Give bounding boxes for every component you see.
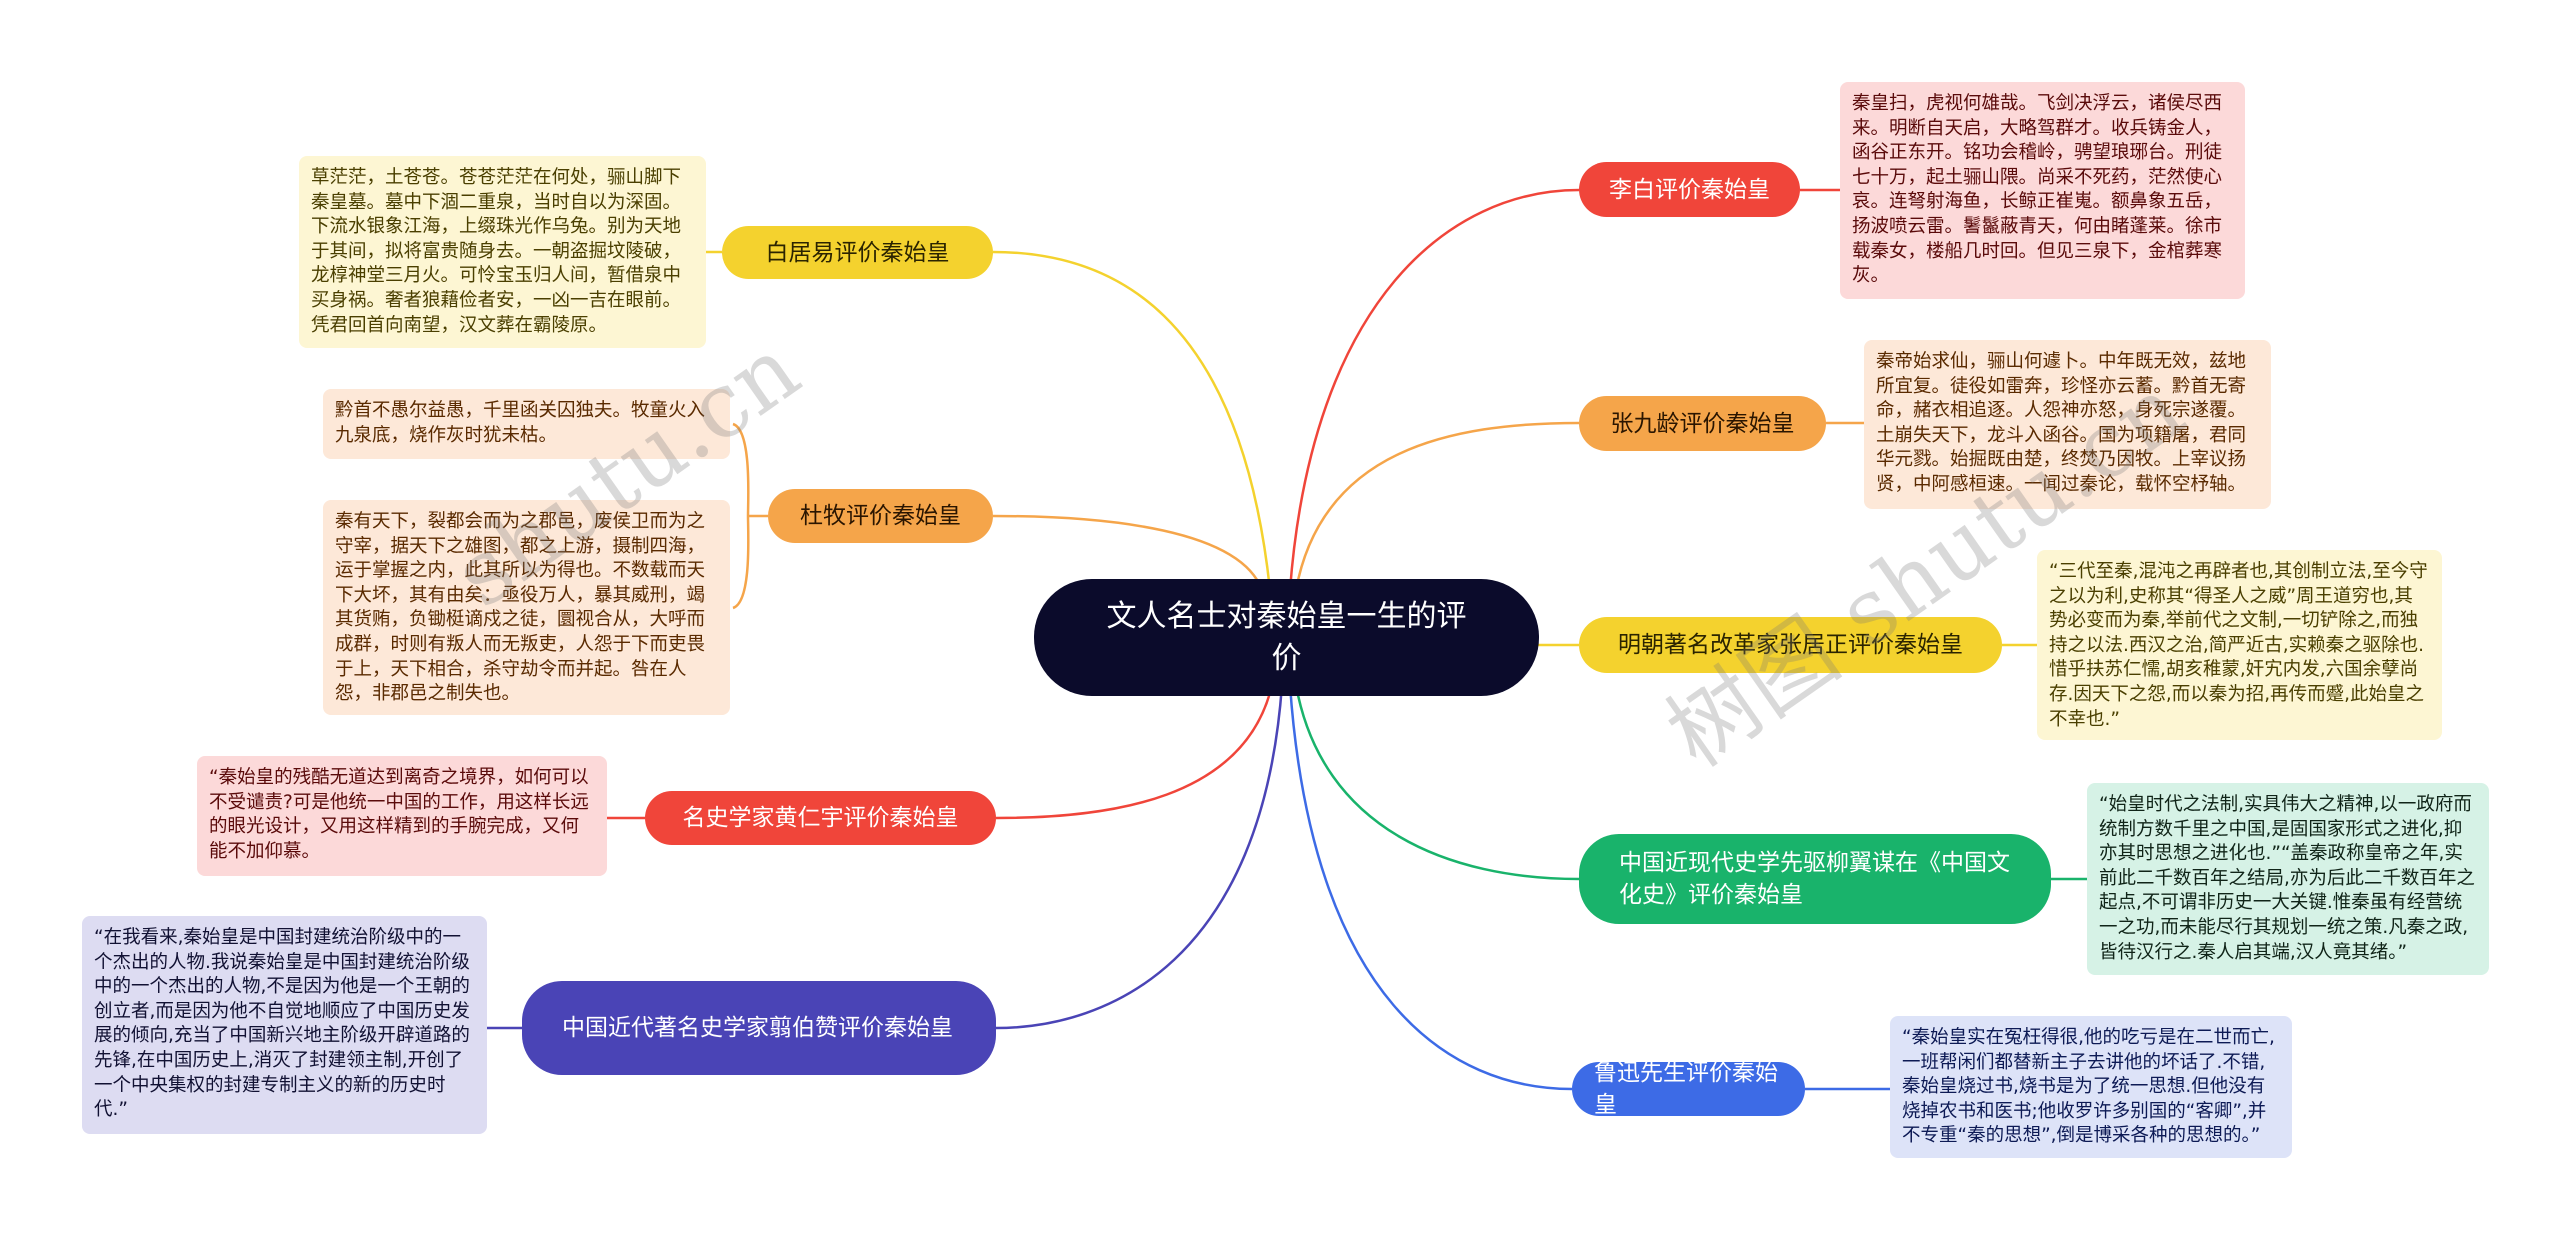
topic-label: 白居易评价秦始皇 — [765, 239, 950, 266]
note-baijuyi[interactable]: 草茫茫，土苍苍。苍苍茫茫在何处，骊山脚下秦皇墓。墓中下涸二重泉，当时自以为深固。… — [299, 156, 706, 348]
note-text: 草茫茫，土苍苍。苍苍茫茫在何处，骊山脚下秦皇墓。墓中下涸二重泉，当时自以为深固。… — [311, 167, 682, 336]
topic-label: 鲁迅先生评价秦始皇 — [1594, 1060, 1778, 1118]
topic-baijuyi[interactable]: 白居易评价秦始皇 — [722, 226, 993, 279]
central-topic[interactable]: 文人名士对秦始皇一生的评价 — [1034, 579, 1539, 696]
note-zhangjiuling[interactable]: 秦帝始求仙，骊山何遽卜。中年既无效，兹地所宜复。徒役如雷奔，珍怪亦云蓄。黔首无寄… — [1864, 340, 2271, 509]
topic-liuyimou[interactable]: 中国近现代史学先驱柳翼谋在《中国文化史》评价秦始皇 — [1579, 834, 2051, 924]
note-text: “始皇时代之法制,实具伟大之精神,以一政府而统制方数千里之中国,是固国家形式之进… — [2099, 794, 2475, 963]
topic-luxun[interactable]: 鲁迅先生评价秦始皇 — [1572, 1060, 1805, 1118]
note-text: “秦始皇的残酷无道达到离奇之境界，如何可以不受谴责?可是他统一中国的工作，用这样… — [209, 767, 589, 862]
note-libai[interactable]: 秦皇扫，虎视何雄哉。飞剑决浮云，诸侯尽西来。明断自天启，大略驾群才。收兵铸金人，… — [1840, 82, 2245, 299]
topic-libai[interactable]: 李白评价秦始皇 — [1579, 162, 1800, 217]
note-text: “三代至秦,混沌之再辟者也,其创制立法,至今守之以为利,史称其“得圣人之威”周王… — [2049, 561, 2428, 730]
topic-zhangjuzheng[interactable]: 明朝著名改革家张居正评价秦始皇 — [1579, 617, 2002, 673]
link-luxun — [1288, 684, 1573, 1091]
note-text: 秦有天下，裂都会而为之郡邑，废侯卫而为之守宰，据天下之雄图，都之上游，摄制四海，… — [335, 511, 706, 705]
note-luxun[interactable]: “秦始皇实在冤枉得很,他的吃亏是在二世而亡,一班帮闲们都替新主子去讲他的坏话了.… — [1890, 1016, 2292, 1158]
topic-dumu[interactable]: 杜牧评价秦始皇 — [768, 489, 993, 543]
note-text: 黔首不愚尔益愚，千里函关囚独夫。牧童火入九泉底，烧作灰时犹未枯。 — [335, 400, 706, 446]
note-text: “秦始皇实在冤枉得很,他的吃亏是在二世而亡,一班帮闲们都替新主子去讲他的坏话了.… — [1902, 1027, 2275, 1147]
link-libai — [1288, 188, 1580, 591]
link-zhangjiuling — [1294, 421, 1580, 591]
central-topic-title: 文人名士对秦始皇一生的评价 — [1106, 598, 1467, 676]
note-text: 秦皇扫，虎视何雄哉。飞剑决浮云，诸侯尽西来。明断自天启，大略驾群才。收兵铸金人，… — [1852, 93, 2223, 287]
topic-label: 李白评价秦始皇 — [1609, 176, 1770, 203]
dumu-bracket — [732, 422, 750, 610]
topic-huangrenyu[interactable]: 名史学家黄仁宇评价秦始皇 — [645, 791, 996, 845]
note-dumu-essay[interactable]: 秦有天下，裂都会而为之郡邑，废侯卫而为之守宰，据天下之雄图，都之上游，摄制四海，… — [323, 500, 730, 715]
topic-label: 中国近现代史学先驱柳翼谋在《中国文化史》评价秦始皇 — [1619, 850, 2010, 908]
note-jianbozan[interactable]: “在我看来,秦始皇是中国封建统治阶级中的一个杰出的人物.我说秦始皇是中国封建统治… — [82, 916, 487, 1134]
note-huangrenyu[interactable]: “秦始皇的残酷无道达到离奇之境界，如何可以不受谴责?可是他统一中国的工作，用这样… — [197, 756, 607, 876]
note-liuyimou[interactable]: “始皇时代之法制,实具伟大之精神,以一政府而统制方数千里之中国,是固国家形式之进… — [2087, 783, 2489, 975]
link-liuyimou — [1294, 684, 1580, 881]
link-huangrenyu — [995, 684, 1274, 820]
note-zhangjuzheng[interactable]: “三代至秦,混沌之再辟者也,其创制立法,至今守之以为利,史称其“得圣人之威”周王… — [2037, 550, 2442, 740]
topic-label: 明朝著名改革家张居正评价秦始皇 — [1618, 632, 1963, 658]
topic-label: 名史学家黄仁宇评价秦始皇 — [682, 805, 959, 831]
note-text: 秦帝始求仙，骊山何遽卜。中年既无效，兹地所宜复。徒役如雷奔，珍怪亦云蓄。黔首无寄… — [1876, 351, 2247, 495]
topic-jianbozan[interactable]: 中国近代著名史学家翦伯赞评价秦始皇 — [522, 981, 996, 1075]
note-dumu-poem[interactable]: 黔首不愚尔益愚，千里函关囚独夫。牧童火入九泉底，烧作灰时犹未枯。 — [323, 389, 730, 459]
note-text: “在我看来,秦始皇是中国封建统治阶级中的一个杰出的人物.我说秦始皇是中国封建统治… — [94, 927, 470, 1121]
topic-label: 张九龄评价秦始皇 — [1610, 410, 1795, 437]
link-baijuyi — [992, 250, 1272, 591]
topic-zhangjiuling[interactable]: 张九龄评价秦始皇 — [1579, 396, 1826, 451]
link-jianbozan — [995, 684, 1284, 1030]
topic-label: 中国近代著名史学家翦伯赞评价秦始皇 — [562, 1015, 953, 1041]
link-dumu — [992, 514, 1264, 591]
topic-label: 杜牧评价秦始皇 — [800, 503, 961, 529]
